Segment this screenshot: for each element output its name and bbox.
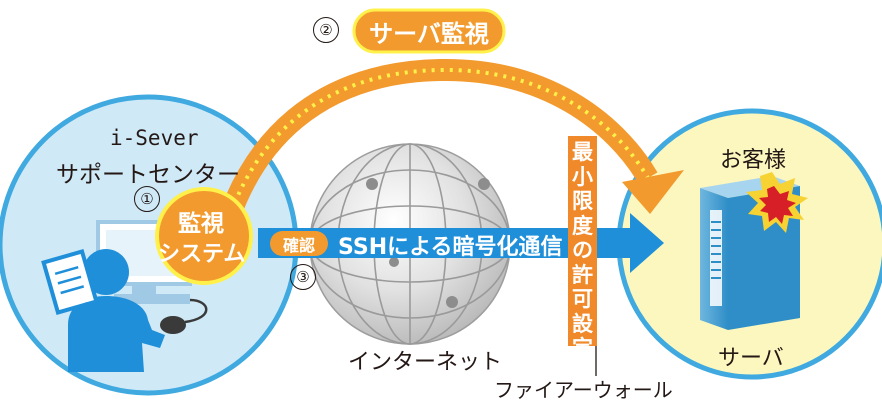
firewall-label-char: 最 (572, 140, 593, 164)
firewall-label-char: 限 (572, 189, 593, 213)
support-center-title-line2: サポートセンター (56, 162, 240, 188)
monitor-system-line2: システム (158, 242, 246, 267)
step-three-marker: ③ (290, 264, 316, 290)
server-label: サーバ (718, 346, 784, 371)
customer-title: お客様 (720, 148, 787, 173)
firewall-label-char: 設 (572, 311, 593, 336)
monitor-system-line1: 監視 (178, 211, 224, 237)
firewall-label-char: 定 (572, 336, 593, 360)
firewall-vertical-label: 最 小 限 度 の 許 可 設 定 (568, 140, 597, 361)
firewall-label-char: の (572, 238, 593, 262)
firewall-label-char: 度 (572, 213, 593, 238)
step-one-marker: ① (134, 186, 160, 212)
firewall-label-char: 可 (572, 287, 593, 311)
step-two-marker: ② (313, 17, 339, 43)
monitor-system-circle (155, 187, 253, 285)
support-center-title-line1: i-Sever (110, 126, 199, 150)
server-monitor-badge-shape (352, 8, 506, 54)
internet-label: インターネット (348, 350, 503, 375)
confirm-pill: 確認 (282, 235, 315, 255)
firewall-bar (568, 136, 597, 346)
server-monitor-arrow (204, 58, 684, 274)
operator-person-icon (41, 249, 165, 372)
confirm-pill-shape (270, 231, 328, 256)
ssh-label: SSHによる暗号化通信 (338, 235, 563, 260)
server-monitor-badge: サーバ監視 (369, 19, 489, 48)
alert-burst-icon (746, 172, 808, 233)
firewall-label-char: 小 (572, 164, 593, 189)
firewall-label-char: 許 (572, 262, 593, 287)
firewall-caption: ファイアーウォール (494, 378, 673, 402)
